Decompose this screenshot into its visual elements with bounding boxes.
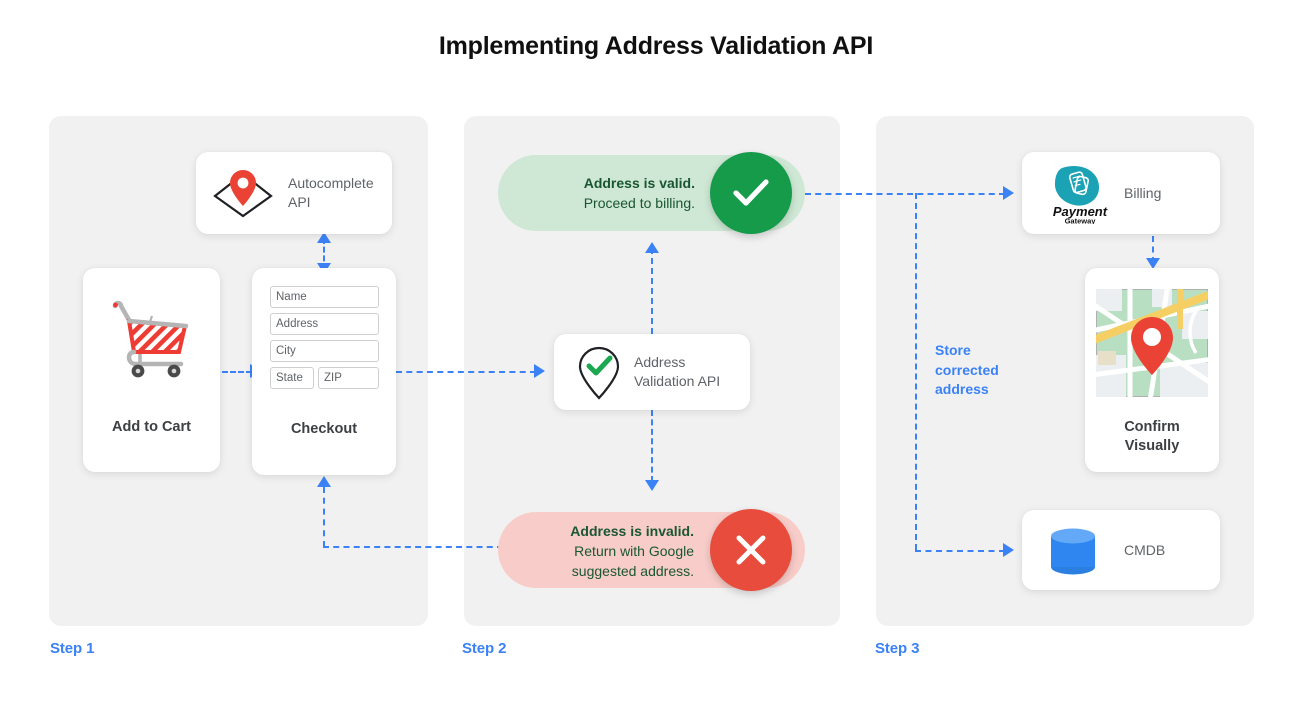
connector-invalid-return-vertical: [323, 487, 325, 547]
map-thumbnail-icon: [1096, 289, 1208, 397]
confirm-visually-label-line-2: Visually: [1124, 438, 1180, 454]
invalid-badge: [710, 509, 792, 591]
store-note-line-2: corrected: [935, 361, 999, 378]
arrowhead-autocomplete-up: [317, 232, 331, 243]
address-invalid-text: Address is invalid. Return with Google s…: [505, 521, 694, 581]
autocomplete-api-label-line-1: Autocomplete: [288, 175, 374, 191]
map-pin-check-icon: [572, 344, 626, 402]
connector-checkout-to-validation: [396, 371, 536, 373]
svg-text:Gateway: Gateway: [1065, 217, 1097, 225]
step-label-1: Step 1: [50, 640, 95, 657]
address-validation-api-card[interactable]: Address Validation API: [554, 334, 750, 410]
store-corrected-address-note: Store corrected address: [935, 341, 1045, 400]
database-icon: [1044, 526, 1102, 576]
arrowhead-invalid-return: [317, 476, 331, 487]
checkout-field-zip[interactable]: ZIP: [318, 367, 379, 389]
payment-gateway-icon: Payment Gateway: [1042, 164, 1118, 224]
svg-text:Payment: Payment: [1053, 204, 1108, 219]
arrowhead-checkout-to-validation: [534, 364, 545, 378]
step-label-2: Step 2: [462, 640, 507, 657]
connector-autocomplete-checkout: [323, 238, 325, 270]
checkout-label: Checkout: [290, 421, 358, 437]
address-validation-api-label-line-1: Address: [634, 354, 686, 370]
arrowhead-valid-to-billing: [1003, 186, 1014, 200]
checkout-field-state[interactable]: State: [270, 367, 314, 389]
checkout-card[interactable]: Name Address City State ZIP Checkout: [252, 268, 396, 475]
arrowhead-validation-to-valid: [645, 242, 659, 253]
add-to-cart-card[interactable]: Add to Cart: [83, 268, 220, 472]
map-pin-diamond-icon: [210, 166, 276, 220]
arrowhead-billing-to-confirm: [1146, 258, 1160, 269]
store-note-line-1: Store: [935, 342, 971, 358]
close-icon: [734, 533, 768, 567]
shopping-cart-icon: [107, 292, 197, 382]
connector-validation-to-valid: [651, 248, 653, 334]
address-valid-text: Address is valid. Proceed to billing.: [520, 173, 695, 213]
connector-store-corrected-vertical: [915, 193, 917, 550]
address-invalid-title: Address is invalid.: [570, 523, 694, 539]
connector-store-corrected-horizontal: [915, 550, 1005, 552]
store-note-line-3: address: [935, 381, 989, 397]
connector-validation-to-invalid: [651, 410, 653, 482]
connector-invalid-return-horizontal: [323, 546, 503, 548]
confirm-visually-card[interactable]: Confirm Visually: [1085, 268, 1219, 472]
autocomplete-api-label-line-2: API: [288, 194, 311, 210]
connector-valid-to-billing: [805, 193, 1005, 195]
checkout-field-name[interactable]: Name: [270, 286, 379, 308]
address-invalid-subtitle-line-2: suggested address.: [571, 563, 694, 579]
checkout-field-address[interactable]: Address: [270, 313, 379, 335]
address-valid-title: Address is valid.: [583, 175, 695, 191]
step-label-3: Step 3: [875, 640, 920, 657]
connector-billing-to-confirm: [1152, 236, 1154, 263]
autocomplete-api-card[interactable]: Autocomplete API: [196, 152, 392, 234]
address-invalid-subtitle-line-1: Return with Google: [574, 543, 694, 559]
page-title: Implementing Address Validation API: [438, 32, 874, 60]
cmdb-label: CMDB: [1124, 542, 1166, 558]
connector-cart-to-checkout: [222, 371, 252, 373]
valid-badge: [710, 152, 792, 234]
arrowhead-validation-to-invalid: [645, 480, 659, 491]
add-to-cart-label: Add to Cart: [112, 419, 191, 435]
cmdb-card[interactable]: CMDB: [1022, 510, 1220, 590]
checkout-field-city[interactable]: City: [270, 340, 379, 362]
address-validation-api-label: Address Validation API: [634, 353, 744, 391]
arrowhead-store-corrected: [1003, 543, 1014, 557]
confirm-visually-label: Confirm Visually: [1085, 418, 1219, 456]
confirm-visually-label-line-1: Confirm: [1124, 419, 1180, 435]
address-validation-api-label-line-2: Validation API: [634, 373, 721, 389]
billing-card[interactable]: Payment Gateway Billing: [1022, 152, 1220, 234]
billing-label: Billing: [1124, 185, 1162, 201]
check-icon: [731, 174, 771, 212]
address-valid-subtitle: Proceed to billing.: [583, 195, 695, 211]
autocomplete-api-label: Autocomplete API: [288, 174, 388, 212]
